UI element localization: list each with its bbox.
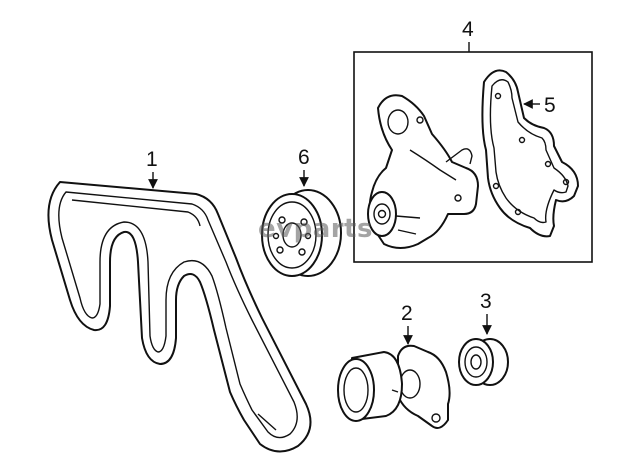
svg-text:4: 4 <box>462 18 474 41</box>
callout-4: 4 <box>462 18 474 52</box>
water-pump <box>367 94 479 249</box>
svg-text:5: 5 <box>544 94 556 117</box>
idler-pulley <box>458 338 509 386</box>
svg-text:1: 1 <box>146 148 158 171</box>
callout-2: 2 <box>401 302 413 345</box>
gasket <box>481 69 579 238</box>
svg-text:2: 2 <box>401 302 413 325</box>
serpentine-belt <box>47 181 312 453</box>
callout-1: 1 <box>146 148 158 189</box>
svg-text:3: 3 <box>480 290 492 313</box>
assembly-box <box>353 51 593 263</box>
callout-5: 5 <box>523 94 556 117</box>
callout-6: 6 <box>298 146 310 187</box>
tensioner <box>337 344 451 429</box>
watermark-logo: evparts <box>258 214 373 244</box>
svg-text:6: 6 <box>298 146 310 169</box>
callout-3: 3 <box>480 290 492 335</box>
pulley <box>261 189 342 277</box>
